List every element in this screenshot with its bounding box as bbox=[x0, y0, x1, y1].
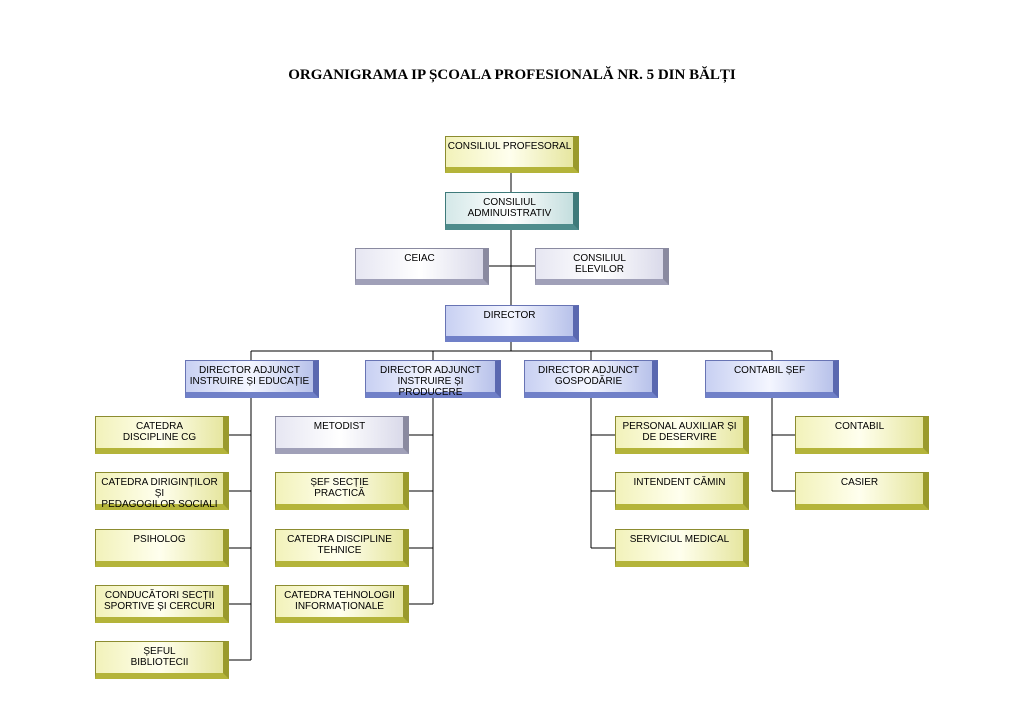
node-intendent-camin: INTENDENT CĂMIN bbox=[615, 472, 749, 510]
node-serviciul-medical: SERVICIUL MEDICAL bbox=[615, 529, 749, 567]
node-director-adjunct-gospodarie: DIRECTOR ADJUNCT GOSPODĂRIE bbox=[524, 360, 658, 398]
node-director: DIRECTOR bbox=[445, 305, 579, 342]
node-catedra-tehnologii-informationale: CATEDRA TEHNOLOGII INFORMAȚIONALE bbox=[275, 585, 409, 623]
node-ceiac: CEIAC bbox=[355, 248, 489, 285]
node-director-adjunct-educatie: DIRECTOR ADJUNCT INSTRUIRE ȘI EDUCAȚIE bbox=[185, 360, 319, 398]
node-metodist: METODIST bbox=[275, 416, 409, 454]
node-sef-sectie-practica: ȘEF SECȚIE PRACTICĂ bbox=[275, 472, 409, 510]
node-catedra-discipline-cg: CATEDRA DISCIPLINE CG bbox=[95, 416, 229, 454]
node-psiholog: PSIHOLOG bbox=[95, 529, 229, 567]
node-contabil-sef: CONTABIL ȘEF bbox=[705, 360, 839, 398]
node-contabil: CONTABIL bbox=[795, 416, 929, 454]
node-catedra-discipline-tehnice: CATEDRA DISCIPLINE TEHNICE bbox=[275, 529, 409, 567]
node-casier: CASIER bbox=[795, 472, 929, 510]
node-seful-bibliotecii: ȘEFUL BIBLIOTECII bbox=[95, 641, 229, 679]
node-consiliul-profesoral: CONSILIUL PROFESORAL bbox=[445, 136, 579, 173]
node-director-adjunct-producere: DIRECTOR ADJUNCT INSTRUIRE ȘI PRODUCERE bbox=[365, 360, 501, 398]
node-consiliul-elevilor: CONSILIUL ELEVILOR bbox=[535, 248, 669, 285]
node-personal-auxiliar: PERSONAL AUXILIAR ȘI DE DESERVIRE bbox=[615, 416, 749, 454]
page-title: ORGANIGRAMA IP ȘCOALA PROFESIONALĂ NR. 5… bbox=[288, 67, 736, 83]
node-conducatori-sectii: CONDUCĂTORI SECȚII SPORTIVE ȘI CERCURI bbox=[95, 585, 229, 623]
node-catedra-dirigintilor: CATEDRA DIRIGINȚILOR ȘI PEDAGOGILOR SOCI… bbox=[95, 472, 229, 510]
node-consiliul-administrativ: CONSILIUL ADMINUISTRATIV bbox=[445, 192, 579, 230]
